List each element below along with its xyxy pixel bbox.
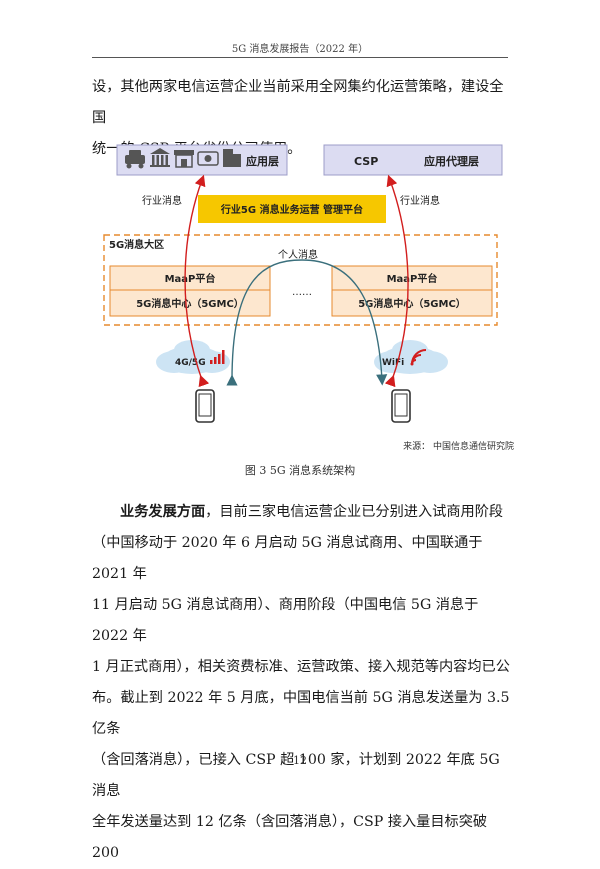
header-divider bbox=[92, 57, 508, 58]
architecture-diagram: 应用层 CSP 应用代理层 行业5G 消息业务运营 管理平台 行业消息 行业消息… bbox=[103, 144, 514, 452]
ellipsis-label: …… bbox=[292, 287, 312, 298]
bank-icon bbox=[150, 148, 170, 167]
5gmc-left-label: 5G消息中心（5GMC） bbox=[136, 297, 244, 310]
5g-message-region-label: 5G消息大区 bbox=[109, 238, 164, 251]
figure-source: 来源： 中国信息通信研究院 bbox=[403, 440, 514, 452]
paragraph-line-3: 11 月启动 5G 消息试商用）、商用阶段（中国电信 5G 消息于 2022 年 bbox=[92, 597, 479, 644]
page-header: 5G 消息发展报告（2022 年） bbox=[231, 44, 369, 55]
architecture-figure: 应用层 CSP 应用代理层 行业5G 消息业务运营 管理平台 行业消息 行业消息… bbox=[92, 140, 522, 465]
app-agent-layer-label: 应用代理层 bbox=[424, 154, 479, 168]
car-icon bbox=[125, 150, 145, 169]
paragraph-business-development: 业务发展方面，目前三家电信运营企业已分别进入试商用阶段 （中国移动于 2020 … bbox=[92, 497, 512, 869]
csp-label: CSP bbox=[354, 155, 378, 168]
5gmc-left-box bbox=[109, 289, 271, 317]
paragraph-line-2: （中国移动于 2020 年 6 月启动 5G 消息试商用、中国联通于 2021 … bbox=[92, 535, 483, 582]
mobile-network-label: 4G/5G bbox=[175, 358, 206, 368]
paragraph-line-4: 1 月正式商用），相关资费标准、运营政策、接入规范等内容均已公 bbox=[92, 659, 510, 675]
shop-icon bbox=[174, 150, 194, 168]
wifi-label: WiFi bbox=[382, 358, 404, 368]
paragraph-line-1: ，目前三家电信运营企业已分别进入试商用阶段 bbox=[205, 504, 504, 520]
csp-box bbox=[323, 144, 503, 176]
5gmc-right-label: 5G消息中心（5GMC） bbox=[358, 297, 466, 310]
industry-message-left-label: 行业消息 bbox=[142, 194, 182, 207]
maap-platform-left-label: MaaP平台 bbox=[165, 272, 216, 285]
industry-message-arrow-left bbox=[184, 174, 210, 388]
wifi-signal-icon bbox=[410, 349, 427, 366]
industry-platform-box bbox=[198, 195, 386, 223]
signal-bars-icon bbox=[210, 350, 225, 364]
industry-message-arrow-right bbox=[384, 174, 409, 388]
industry-message-right-label: 行业消息 bbox=[400, 194, 440, 207]
app-layer-label: 应用层 bbox=[246, 154, 279, 168]
paragraph-lead: 业务发展方面 bbox=[120, 504, 206, 520]
paragraph-line-7: 全年发送量达到 12 亿条（含回落消息），CSP 接入量目标突破 200 bbox=[92, 814, 488, 861]
5g-message-region bbox=[103, 234, 498, 326]
figure-caption: 图 3 5G 消息系统架构 bbox=[244, 464, 356, 477]
paragraph-line-6: （含回落消息），已接入 CSP 超 100 家，计划到 2022 年底 5G 消… bbox=[92, 752, 500, 799]
wifi-cloud bbox=[374, 340, 448, 374]
building-icon bbox=[223, 149, 241, 167]
personal-message-label: 个人消息 bbox=[278, 248, 318, 261]
money-icon bbox=[197, 151, 219, 166]
page-number: 12 bbox=[293, 754, 307, 767]
paragraph-intro-line-1: 设，其他两家电信运营企业当前采用全网集约化运营策略，建设全国 bbox=[92, 79, 504, 126]
paragraph-line-5: 布。截止到 2022 年 5 月底，中国电信当前 5G 消息发送量为 3.5 亿… bbox=[92, 690, 510, 737]
phone-left-icon bbox=[195, 389, 215, 423]
5gmc-right-box bbox=[331, 289, 493, 317]
app-layer-box bbox=[116, 144, 288, 176]
personal-message-arrow bbox=[226, 259, 388, 386]
maap-platform-left-box bbox=[109, 265, 271, 291]
phone-right-icon bbox=[391, 389, 411, 423]
industry-platform-label: 行业5G 消息业务运营 管理平台 bbox=[220, 203, 363, 216]
maap-platform-right-label: MaaP平台 bbox=[387, 272, 438, 285]
